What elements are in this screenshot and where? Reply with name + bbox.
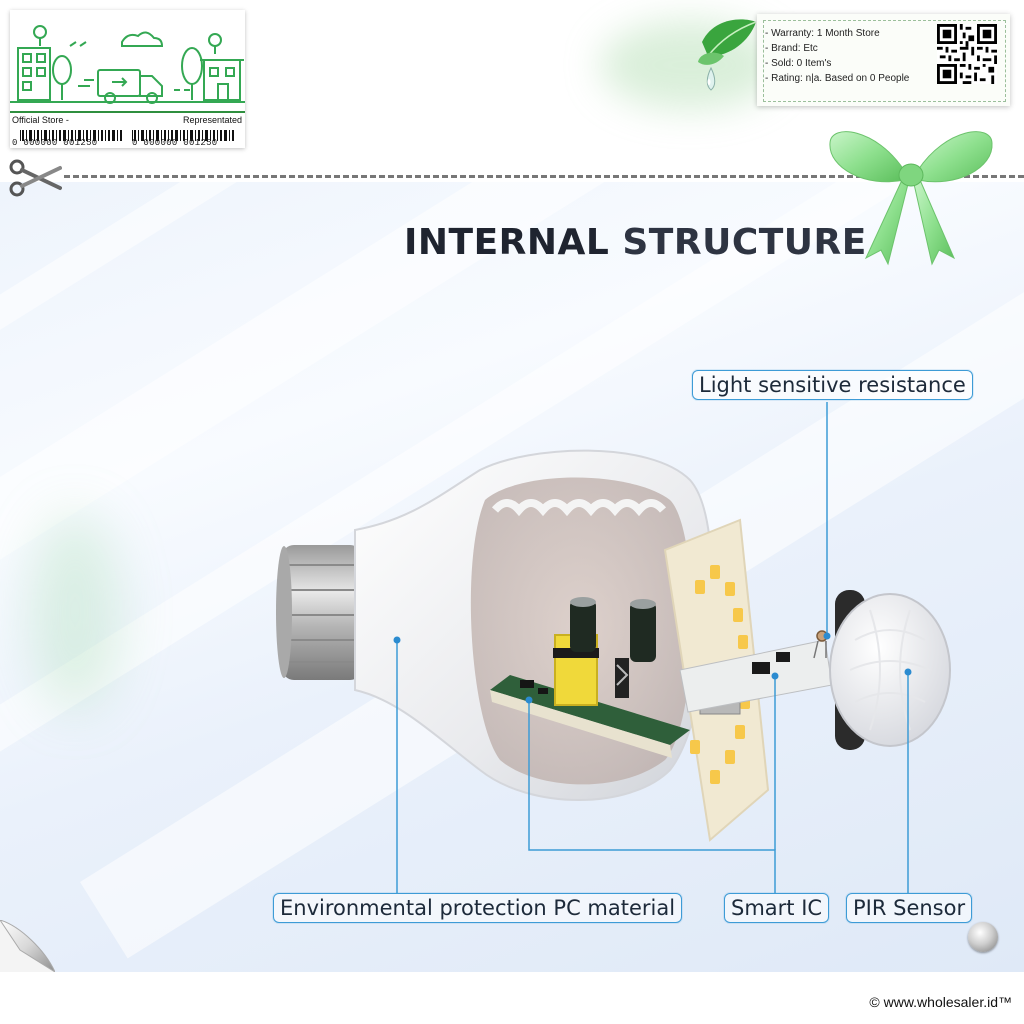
- qr-code-icon[interactable]: [937, 24, 997, 84]
- sold-info: - Sold: 0 Item's: [765, 58, 832, 69]
- ribbon-bow-icon: [829, 131, 993, 266]
- nav-dot-button[interactable]: [968, 922, 998, 952]
- barcode-number: 0 000000 001250: [12, 138, 98, 148]
- page-curl-icon[interactable]: [0, 920, 55, 972]
- product-info-card: - Warranty: 1 Month Store - Brand: Etc -…: [757, 14, 1010, 106]
- decorative-glow: [600, 20, 780, 110]
- warranty-info: - Warranty: 1 Month Store: [765, 28, 880, 39]
- callout-pc-material: Environmental protection PC material: [273, 893, 683, 923]
- represented-label: Representated: [182, 115, 242, 125]
- barcode-row: 0 000000 001250 0 000000 001250: [10, 130, 245, 148]
- scissors-icon: [9, 159, 62, 197]
- leaf-droplet-icon: [698, 19, 757, 91]
- title-part-1: INTERNAL: [404, 222, 610, 263]
- city-delivery-illustration: [10, 25, 245, 104]
- e27-screw-base: [276, 545, 362, 680]
- product-info-list: - Warranty: 1 Month Store - Brand: Etc -…: [765, 26, 909, 86]
- cut-line-divider: [64, 175, 1024, 178]
- barcode-number: 0 000000 001250: [132, 138, 218, 148]
- info-card-border: [763, 20, 1006, 102]
- barcode-icon: [132, 130, 234, 141]
- pir-dome: [829, 590, 951, 750]
- official-store-label: Official Store -: [12, 115, 69, 125]
- sensor-bulb-illustration: [276, 449, 951, 842]
- barcode-icon: [20, 130, 122, 141]
- title-part-2: STRUCTURE: [622, 222, 867, 263]
- callout-smart-ic: Smart IC: [724, 893, 830, 923]
- decorative-glow: [30, 512, 120, 712]
- sensor-pcb: [679, 630, 833, 713]
- store-label-row: Official Store - Representated: [10, 111, 245, 129]
- callout-pir-sensor: PIR Sensor: [846, 893, 973, 923]
- callout-light-sensitive-resistance: Light sensitive resistance: [692, 370, 973, 400]
- rating-info: - Rating: n|a. Based on 0 People: [765, 73, 910, 84]
- footer: [0, 972, 1024, 1024]
- content-panel: [0, 182, 1024, 972]
- brand-info: - Brand: Etc: [765, 43, 818, 54]
- store-card[interactable]: Official Store - Representated: [10, 10, 245, 148]
- copyright-text: © www.wholesaler.id™: [869, 994, 1012, 1010]
- page-title: INTERNAL STRUCTURE: [404, 222, 867, 263]
